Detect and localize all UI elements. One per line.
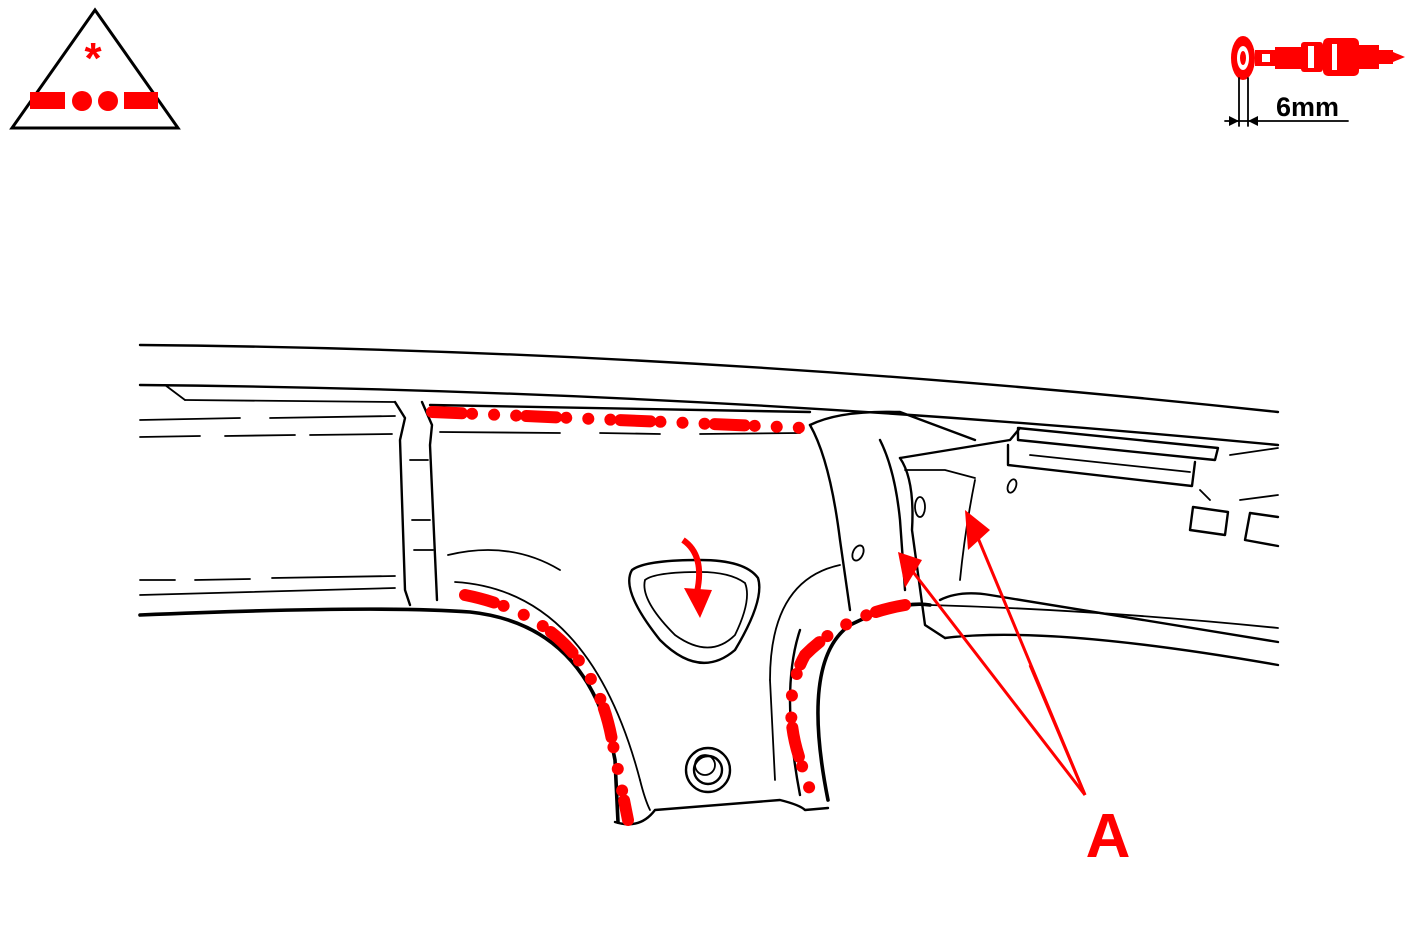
rotation-arrow-icon	[681, 537, 712, 618]
seam-weld-top	[426, 406, 811, 434]
callout-label-a: A	[1086, 802, 1131, 871]
seam-weld-right-arch	[785, 599, 911, 811]
seam-weld-lines	[426, 406, 911, 826]
asterisk-mark: *	[84, 34, 102, 83]
seam-weld-left-arch	[459, 589, 634, 826]
body-panel-outline	[138, 343, 1280, 826]
callout-a: A	[898, 510, 1130, 871]
dimension-label: 6mm	[1276, 92, 1339, 122]
warning-triangle-icon: *	[9, 7, 181, 130]
spot-weld-drill-icon: 6mm	[1224, 36, 1405, 127]
